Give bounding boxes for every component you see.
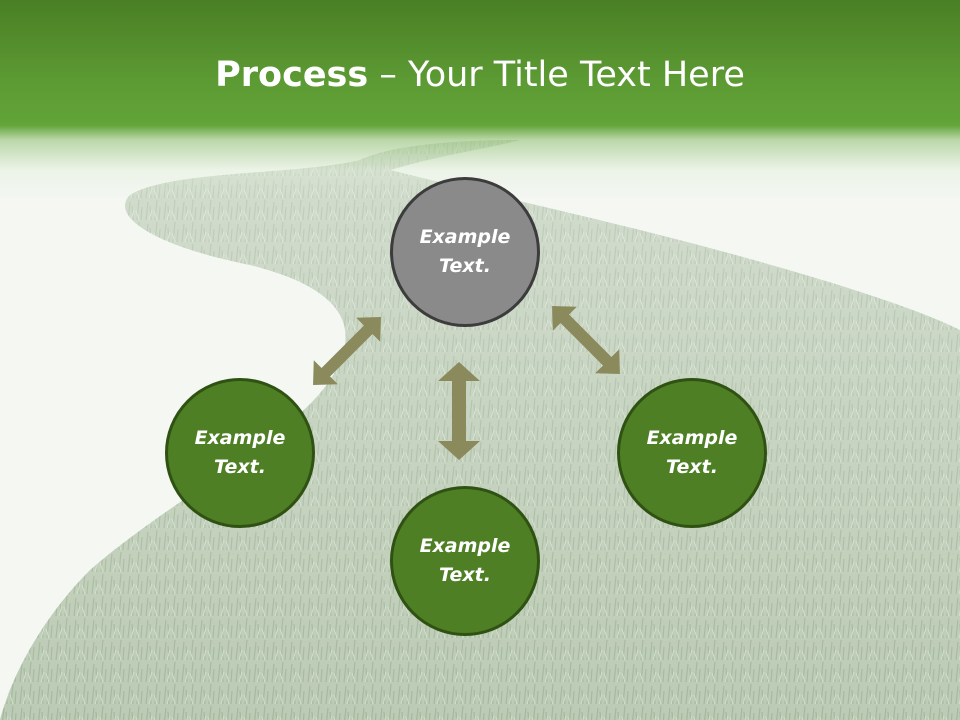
arrow-vertical (438, 362, 480, 460)
node-left-line1: Example (194, 427, 286, 449)
title-band (0, 0, 960, 200)
node-top-line1: Example (419, 226, 511, 248)
node-bottom-line1: Example (419, 535, 511, 557)
slide-title: Process – Your Title Text Here (0, 50, 960, 100)
node-left-line2: Text. (214, 456, 266, 478)
title-rest: – Your Title Text Here (368, 55, 745, 95)
process-node-left: Example Text. (165, 378, 315, 528)
process-node-right: Example Text. (617, 378, 767, 528)
process-node-bottom: Example Text. (390, 486, 540, 636)
node-top-line2: Text. (439, 255, 491, 277)
node-right-line1: Example (646, 427, 738, 449)
arrow-top-left (313, 317, 381, 385)
arrow-top-right (552, 306, 620, 374)
process-node-top: Example Text. (390, 177, 540, 327)
node-bottom-line2: Text. (439, 564, 491, 586)
node-right-line2: Text. (666, 456, 718, 478)
title-bold: Process (215, 55, 369, 95)
